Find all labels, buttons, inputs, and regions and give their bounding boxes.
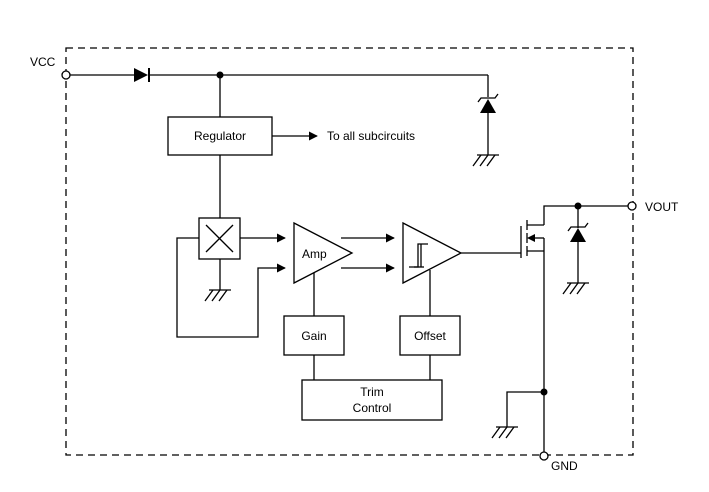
vout-label: VOUT: [645, 200, 679, 214]
gain-label: Gain: [301, 329, 326, 343]
gnd-pin: [539, 451, 549, 461]
vout-zener-diode: [562, 202, 590, 295]
offset-label: Offset: [414, 329, 446, 343]
vout-pin: [627, 201, 637, 211]
amp-block: [293, 221, 354, 285]
gnd-label: GND: [551, 459, 578, 473]
schmitt-comparator: [402, 221, 463, 285]
trim-control-block: [301, 379, 443, 421]
trim-label-line2: Control: [353, 401, 392, 415]
regulator-label: Regulator: [194, 129, 246, 143]
input-diode: [134, 68, 148, 82]
vcc-label: VCC: [30, 55, 56, 69]
regulator-note: To all subcircuits: [327, 129, 415, 143]
vcc-pin: [61, 70, 71, 80]
trim-label-line1: Trim: [360, 385, 384, 399]
package-outline: [65, 47, 634, 456]
amp-label: Amp: [302, 247, 327, 261]
output-mosfet: [520, 205, 628, 456]
vcc-zener-diode: [472, 75, 500, 167]
gain-block: [283, 315, 345, 356]
offset-block: [399, 315, 461, 356]
